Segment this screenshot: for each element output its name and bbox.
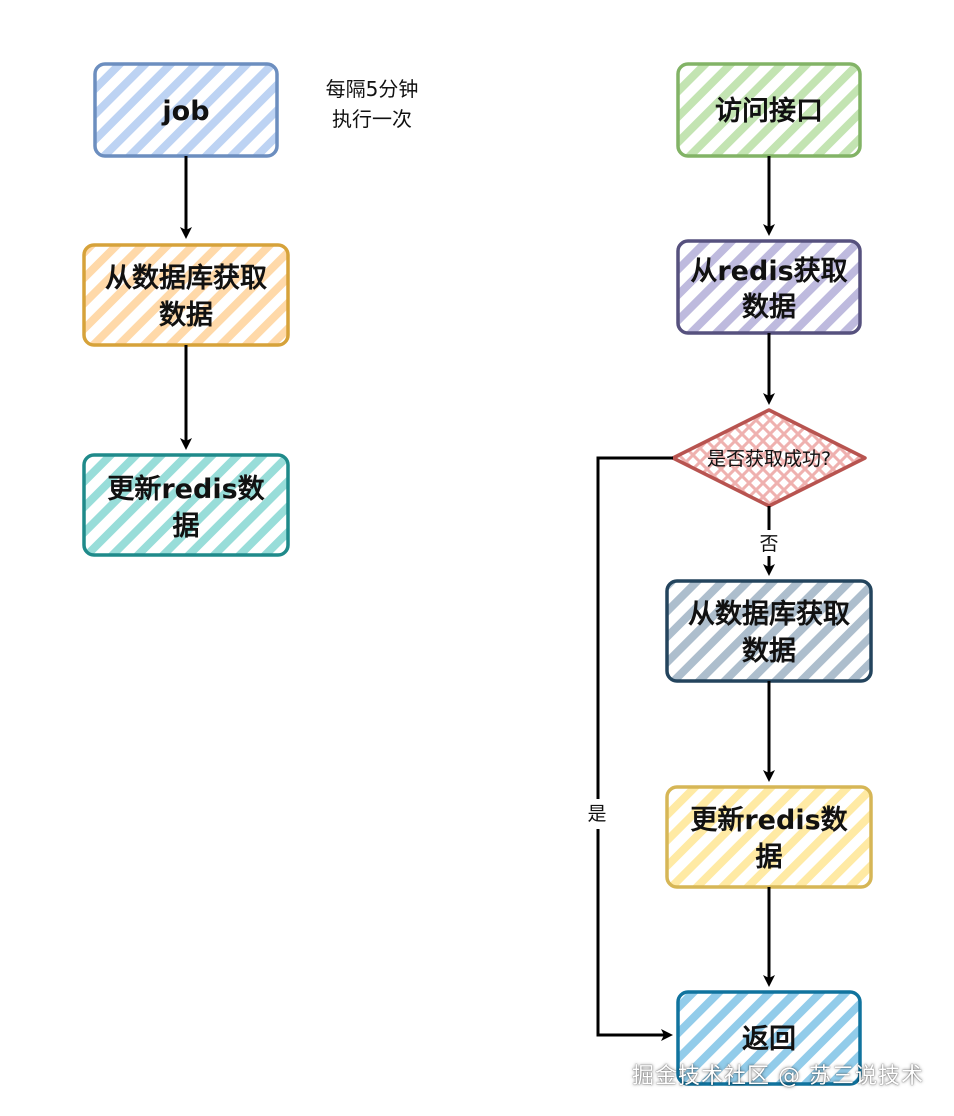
return-label: 返回 [742, 1024, 796, 1055]
watermark: 掘金技术社区 @ 苏三说技术 [632, 1064, 924, 1089]
no-label: 否 [759, 533, 778, 555]
yes-label: 是 [587, 803, 606, 825]
decision-label: 是否获取成功? [707, 448, 831, 470]
no-label-background [756, 530, 782, 556]
decision-node: 是否获取成功? [671, 408, 867, 508]
job-label: job [161, 96, 209, 127]
left-fetch-db-line2: 数据 [159, 300, 213, 331]
access-api-node: 访问接口 [676, 62, 862, 158]
fetch-redis-line1: 从redis获取 [690, 256, 847, 287]
right-fetch-db-node: 从数据库获取 数据 [665, 579, 873, 683]
left-fetch-db-line1: 从数据库获取 [105, 263, 267, 294]
right-update-redis-line1: 更新redis数 [690, 804, 848, 836]
schedule-note-line2: 执行一次 [332, 107, 412, 131]
left-fetch-db-node: 从数据库获取 数据 [82, 243, 290, 347]
access-api-label: 访问接口 [715, 96, 823, 127]
right-update-redis-line2: 据 [756, 842, 783, 873]
schedule-note: 每隔5分钟 执行一次 [326, 77, 419, 131]
schedule-note-line1: 每隔5分钟 [326, 77, 419, 101]
fetch-redis-line2: 数据 [742, 292, 796, 323]
right-fetch-db-line2: 数据 [742, 636, 796, 667]
left-update-redis-line2: 据 [173, 511, 200, 542]
left-update-redis-line1: 更新redis数 [107, 473, 265, 505]
job-node: job [93, 62, 279, 158]
fetch-redis-node: 从redis获取 数据 [676, 239, 862, 335]
right-fetch-db-line1: 从数据库获取 [688, 599, 850, 630]
left-update-redis-node: 更新redis数 据 [82, 453, 290, 557]
yes-label-background [583, 799, 611, 829]
return-node: 返回 [676, 990, 862, 1086]
edge-decision-yes [596, 456, 673, 1041]
right-update-redis-node: 更新redis数 据 [665, 785, 873, 889]
